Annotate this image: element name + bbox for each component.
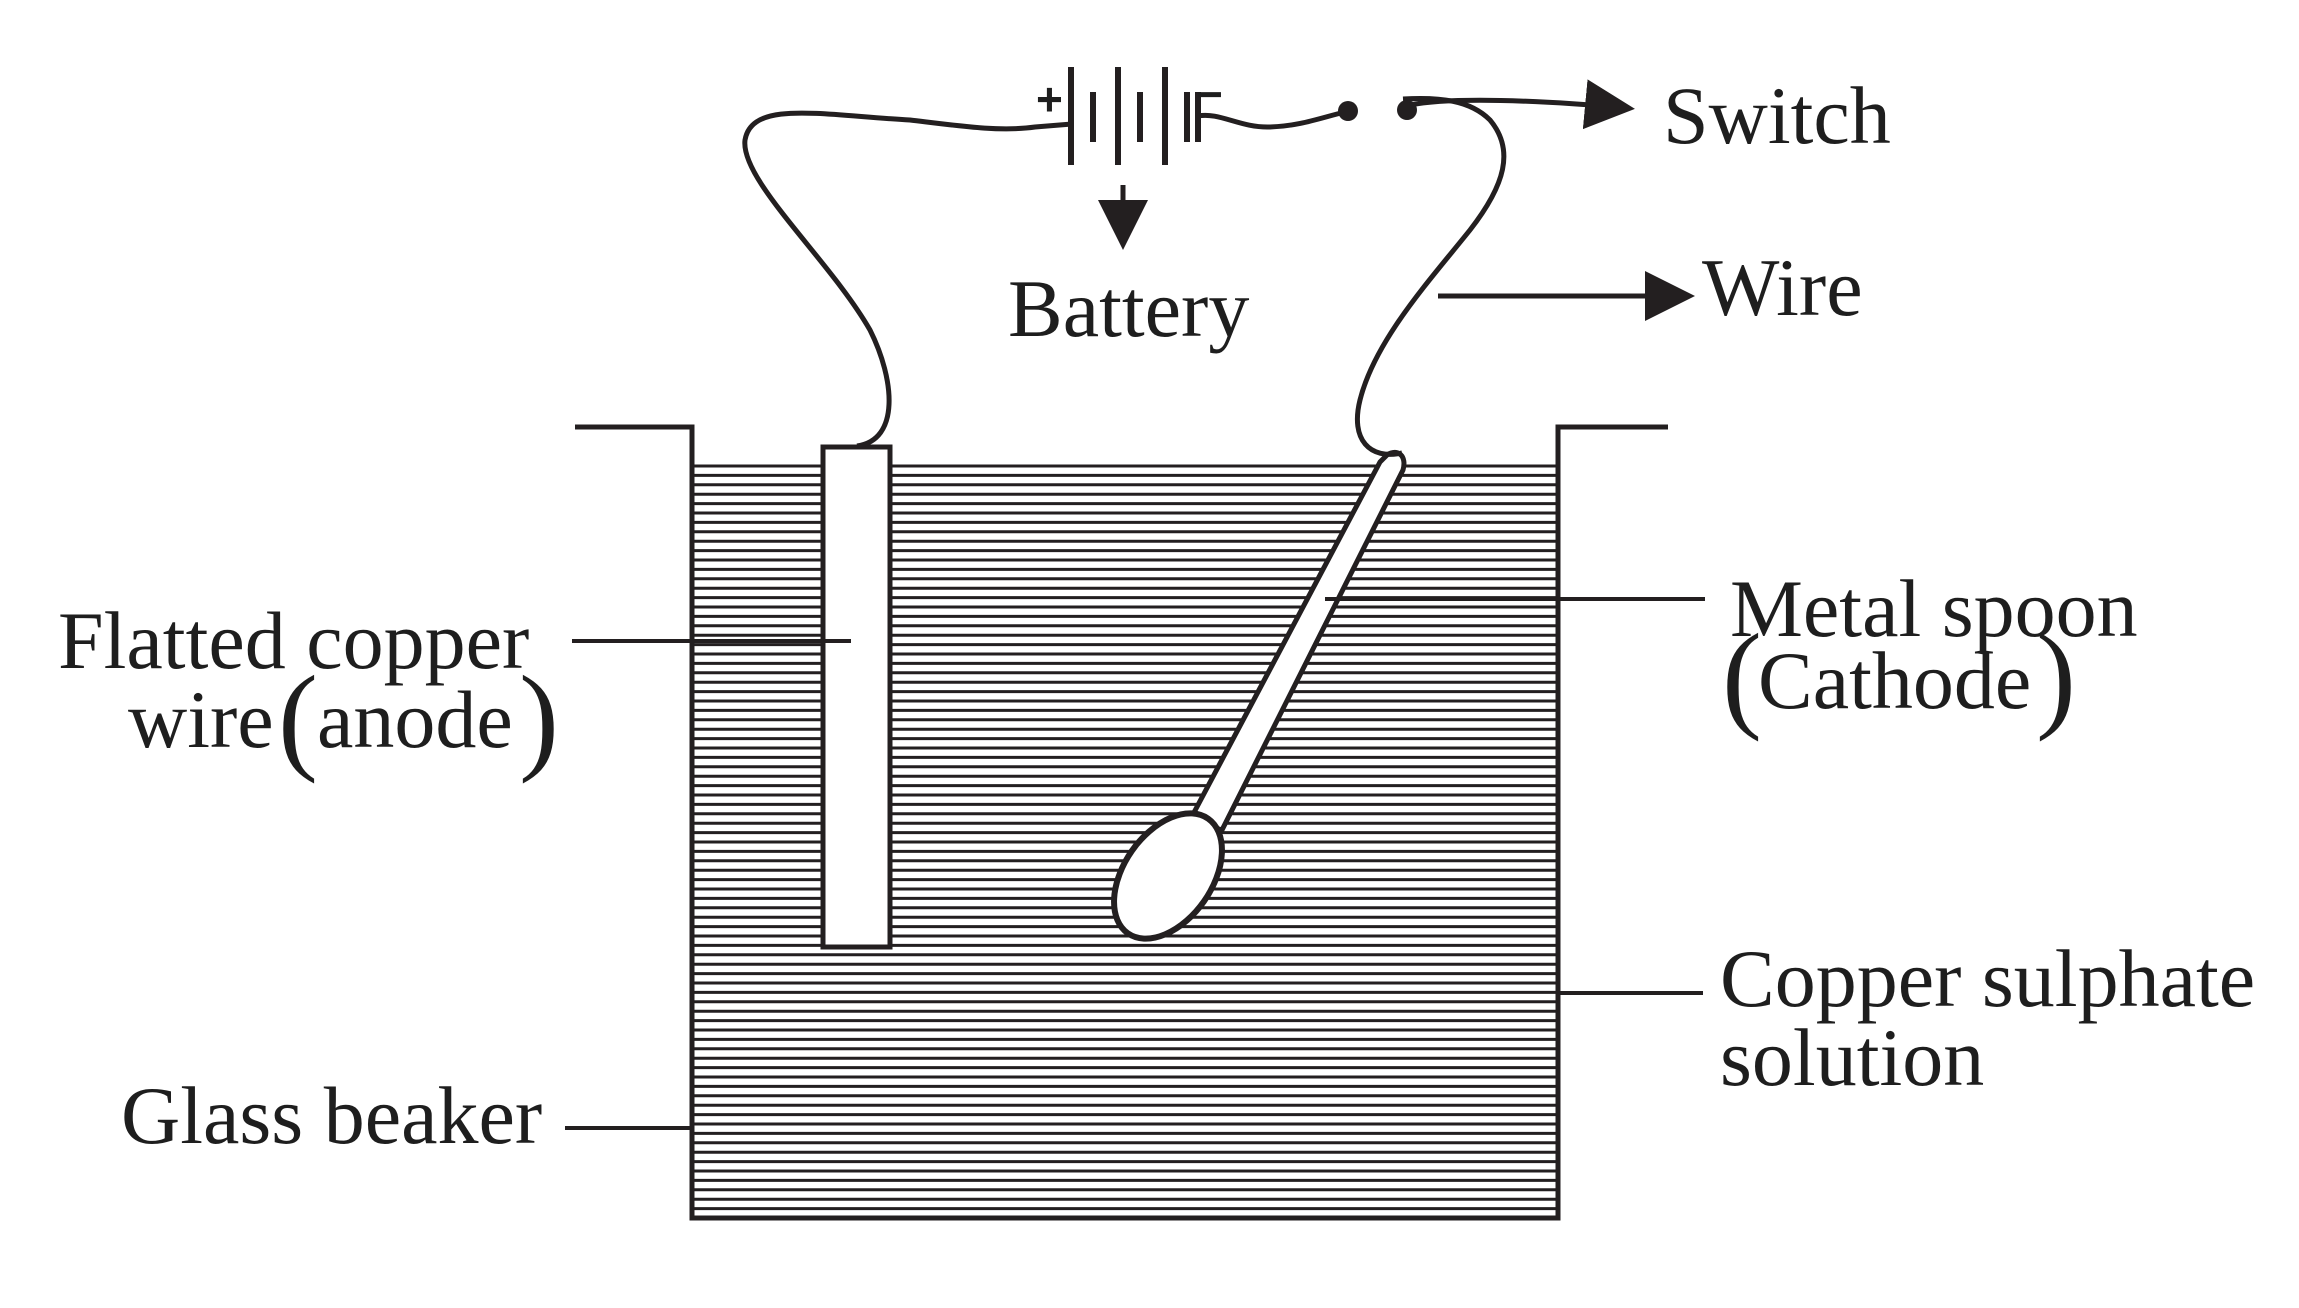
wire-to-anode (742, 110, 1073, 449)
wire-battery-to-switch (1197, 109, 1346, 130)
anode-label-line2: wire (128, 674, 274, 765)
anode-open-paren: ( (278, 651, 318, 784)
cathode-label-line1: Metal spoon (1730, 563, 2138, 654)
anode-label-line1: Flatted copper (58, 595, 529, 686)
battery (1068, 67, 1201, 165)
switch-terminal-left (1338, 101, 1358, 121)
glass-beaker (575, 424, 1668, 1221)
switch-label: Switch (1663, 70, 1891, 161)
cathode-label-paren-text: Cathode (1758, 635, 2031, 726)
solution-label-line1: Copper sulphate (1720, 933, 2255, 1024)
wire-label: Wire (1702, 242, 1863, 333)
switch-arrow (1409, 79, 1635, 130)
cathode-open-paren: ( (1722, 609, 1762, 742)
metal-spoon-cathode (1111, 449, 1407, 942)
battery-label: Battery (1008, 263, 1249, 354)
solution-label-line2: solution (1720, 1012, 1984, 1103)
battery-minus-sign: − (1196, 68, 1223, 120)
beaker-label: Glass beaker (121, 1070, 542, 1161)
anode-label-paren-text: anode (317, 674, 513, 765)
cathode-close-paren: ) (2036, 609, 2076, 742)
battery-plus-sign: + (1036, 73, 1063, 125)
wire-to-cathode (1354, 95, 1507, 457)
copper-anode (820, 444, 893, 950)
anode-close-paren: ) (519, 651, 559, 784)
